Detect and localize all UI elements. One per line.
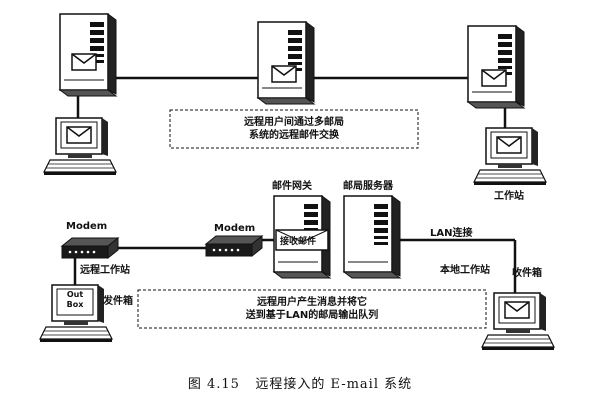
local-workstation-label: 本地工作站 bbox=[440, 265, 490, 276]
modem-left-label: Modem bbox=[66, 221, 108, 232]
modem-right bbox=[205, 235, 263, 257]
figure-number: 图 4.15 bbox=[187, 377, 240, 392]
modem-right-label: Modem bbox=[214, 223, 256, 234]
top-note-text: 远程用户间通过多邮局 系统的远程邮件交换 bbox=[180, 116, 408, 142]
mail-gateway-label: 邮件网关 bbox=[272, 181, 312, 192]
lan-link-label: LAN连接 bbox=[430, 228, 473, 239]
mail-server-label: 邮局服务器 bbox=[343, 181, 393, 192]
bottom-note-line2: 送到基于LAN的邮局输出队列 bbox=[245, 310, 379, 321]
modem-left bbox=[61, 237, 119, 259]
server-top-left bbox=[59, 13, 117, 97]
workstation-top-left bbox=[43, 117, 117, 176]
outbox-label: 发件箱 bbox=[103, 296, 133, 307]
workstation-top-label: 工作站 bbox=[494, 191, 524, 202]
workstation-local bbox=[481, 292, 555, 351]
remote-workstation-label: 远程工作站 bbox=[80, 265, 130, 276]
server-top-right bbox=[467, 25, 525, 109]
top-note-box bbox=[169, 109, 419, 149]
top-note-line1: 远程用户间通过多邮局 bbox=[244, 117, 344, 128]
top-note-line2: 系统的远程邮件交换 bbox=[249, 130, 339, 141]
receive-mail-envelope bbox=[275, 229, 329, 251]
outbox-screen-text: Out Box bbox=[66, 290, 84, 309]
mail-server bbox=[343, 195, 401, 279]
figure-title: 远程接入的 E-mail 系统 bbox=[255, 377, 413, 392]
receive-mail-label: 接收邮件 bbox=[280, 237, 317, 247]
server-top-middle bbox=[257, 21, 315, 105]
bottom-note-line1: 远程用户产生消息并将它 bbox=[257, 297, 367, 308]
figure-caption: 图 4.15 远程接入的 E-mail 系统 bbox=[0, 373, 600, 392]
bottom-note-text: 远程用户产生消息并将它 送到基于LAN的邮局输出队列 bbox=[148, 296, 476, 322]
workstation-top-right bbox=[473, 127, 547, 186]
bottom-note-box bbox=[137, 289, 487, 329]
inbox-label: 收件箱 bbox=[512, 268, 542, 279]
